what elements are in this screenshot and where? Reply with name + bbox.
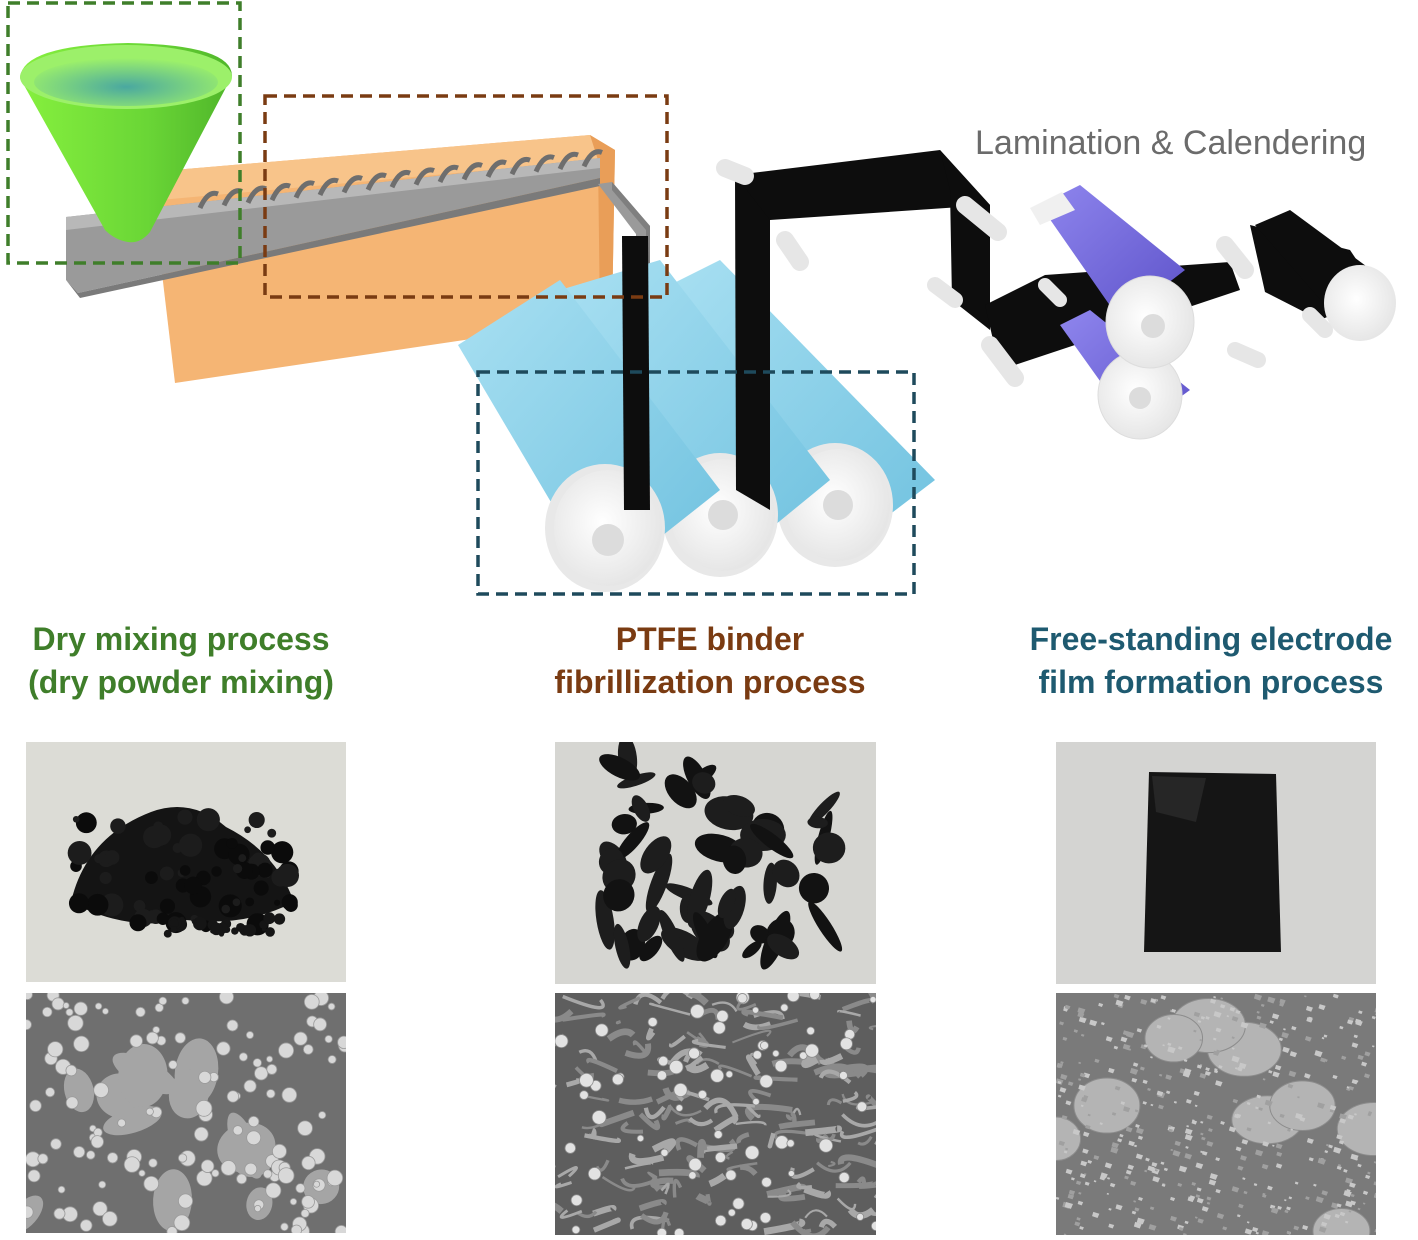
hopper-icon [20,43,232,243]
calender-roller-icon [458,260,935,592]
lamination-calendering-label: Lamination & Calendering [975,124,1367,162]
film-roll-icon [1255,210,1396,341]
stage-title-line1: Free-standing electrode [1029,621,1393,657]
lamination-roller-icon [1030,185,1195,440]
stage-title-line1: Dry mixing process [32,621,330,657]
fibrillized-binder-photo [555,742,876,984]
stage-title-line2: film formation process [1038,664,1384,700]
film-formation-label: Free-standing electrode film formation p… [1005,618,1417,704]
screw-threads [197,149,603,210]
film-formation-highlight-box [476,370,916,596]
stage-title-line1: PTFE binder [615,621,805,657]
free-standing-film-photo [1056,742,1376,984]
stage-title-line2: (dry powder mixing) [28,664,334,700]
idler-rollers [716,159,1333,387]
dry-mix-sem-image [26,993,346,1233]
dry-mixing-label: Dry mixing process (dry powder mixing) [0,618,362,704]
ptfe-fibrillization-label: PTFE binder fibrillization process [520,618,900,704]
fibrillization-highlight-box [263,94,669,299]
dry-powder-photo [26,742,346,982]
film-sem-image [1056,993,1376,1235]
stage-title-line2: fibrillization process [554,664,866,700]
dry-mixing-highlight-box [6,1,242,265]
process-machine-illustration [6,1,1396,596]
fibrillized-sem-image [555,993,876,1235]
